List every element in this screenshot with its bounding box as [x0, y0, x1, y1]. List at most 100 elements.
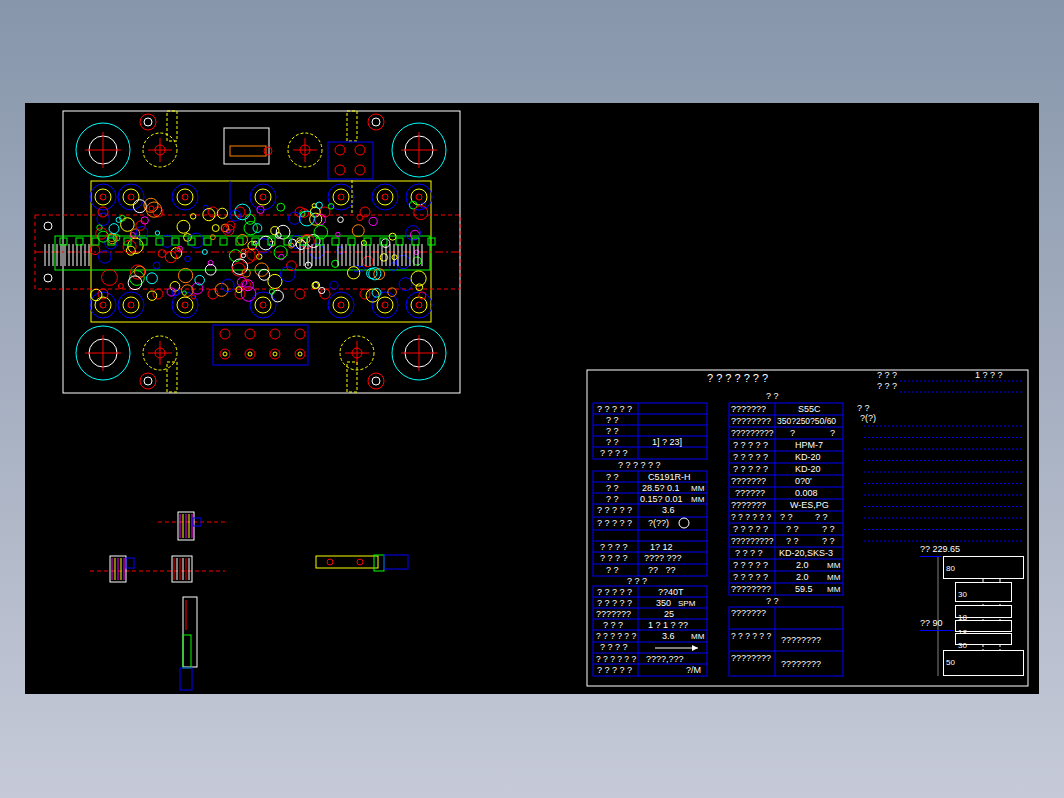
table-row-line — [593, 530, 707, 531]
hole-circle — [295, 349, 305, 359]
center-mark — [103, 132, 104, 168]
table-column-line — [638, 586, 639, 676]
pierce-punch — [354, 244, 355, 266]
hole-circle — [153, 289, 163, 299]
strip-feature — [338, 217, 344, 223]
strip-feature — [372, 288, 381, 297]
table-text: ? ? ? ? ? — [733, 525, 768, 534]
hole-circle — [223, 352, 227, 356]
hole-circle — [100, 302, 106, 308]
note-line — [900, 381, 1022, 382]
part-plan-view — [316, 556, 378, 568]
hole-circle — [270, 329, 280, 339]
strip-feature — [276, 225, 290, 239]
hole-circle — [320, 207, 330, 217]
hole-circle — [245, 329, 255, 339]
table-text: ???????? — [781, 636, 821, 645]
strip-feature — [328, 204, 334, 210]
table-text: ? ? ? ? ? — [733, 573, 768, 582]
part-side-view — [183, 597, 197, 667]
strip-feature — [141, 217, 148, 224]
dimension-leader — [920, 630, 954, 631]
pilot-mark — [140, 238, 147, 245]
pierce-punch — [358, 244, 359, 266]
part-detail — [112, 558, 113, 580]
strip-feature — [330, 281, 338, 289]
guide-post — [392, 326, 446, 380]
strip-feature — [363, 256, 373, 266]
table-row-line — [729, 583, 843, 584]
table-text: ? ? ? ? ? — [597, 666, 632, 675]
part-detail — [186, 514, 187, 538]
center-mark — [305, 138, 306, 162]
note-line — [864, 541, 1022, 542]
strip-feature — [232, 259, 248, 275]
dowel-pin — [347, 111, 357, 141]
table-row-line — [593, 517, 707, 518]
pilot-mark — [396, 238, 403, 245]
table-text: MM — [827, 561, 840, 570]
part-detail — [180, 514, 181, 538]
pierce-punch — [394, 244, 395, 266]
table-text: ??40T — [658, 588, 684, 597]
hole-circle — [357, 559, 363, 565]
spec-table — [729, 607, 843, 676]
part-detail — [186, 600, 187, 630]
plate-thickness: 50 — [944, 658, 957, 668]
punch-hole — [255, 297, 271, 313]
table-text: ? ? — [786, 525, 799, 534]
table-text: ? ? ? ? ? — [597, 519, 632, 528]
strip-feature — [414, 206, 428, 220]
pierce-punch — [308, 244, 309, 266]
table-text: ? ? ? ? ? — [597, 588, 632, 597]
part-view — [172, 556, 192, 582]
table-text: ? ? ? ? ? — [733, 561, 768, 570]
strip-feature — [369, 217, 377, 225]
strip-feature — [167, 288, 175, 296]
strip-feature — [121, 218, 135, 232]
strip-outline — [35, 215, 460, 289]
table-text: MM — [827, 573, 840, 582]
dimension-leader — [920, 556, 942, 557]
strip-feature — [195, 275, 205, 285]
strip-feature — [287, 261, 297, 271]
pilot-mark — [156, 238, 163, 245]
strip-feature — [242, 269, 250, 277]
table-row-line — [729, 475, 843, 476]
strip-feature — [241, 280, 250, 289]
hole-circle — [264, 147, 272, 155]
strip-feature — [146, 202, 161, 217]
strip-feature — [217, 208, 227, 218]
spec-table — [593, 471, 707, 576]
strip-feature — [91, 289, 102, 300]
table-text: ? ? ? — [877, 382, 897, 391]
pierce-punch — [362, 244, 363, 266]
pierce-punch — [418, 244, 419, 266]
table-row-line — [593, 664, 707, 665]
strip-feature — [369, 268, 381, 280]
table-text: ? ? ? ? — [600, 643, 628, 652]
strip-feature — [319, 287, 325, 293]
strip-feature — [149, 206, 154, 211]
table-text: 0?0' — [795, 477, 812, 486]
pierce-punch — [370, 244, 371, 266]
hole-circle — [44, 274, 52, 282]
strip-feature — [288, 212, 300, 224]
hole-circle — [128, 194, 134, 200]
part-detail — [118, 558, 119, 580]
note-line — [864, 506, 1022, 507]
strip-feature — [392, 255, 397, 260]
table-text: 25 — [664, 610, 674, 619]
part-detail — [189, 558, 190, 580]
part-detail — [192, 514, 193, 538]
table-text: ? ? — [822, 525, 835, 534]
strip-feature — [134, 266, 145, 277]
pilot-mark — [60, 238, 67, 245]
table-text: 28.5? 0.1 — [642, 484, 680, 493]
pilot-mark — [348, 238, 355, 245]
pierce-punch — [69, 244, 70, 266]
spring-hole — [143, 336, 177, 370]
table-text: W-ES,PG — [790, 501, 829, 510]
table-text: ? ? ? — [627, 577, 647, 586]
table-row-line — [729, 535, 843, 536]
